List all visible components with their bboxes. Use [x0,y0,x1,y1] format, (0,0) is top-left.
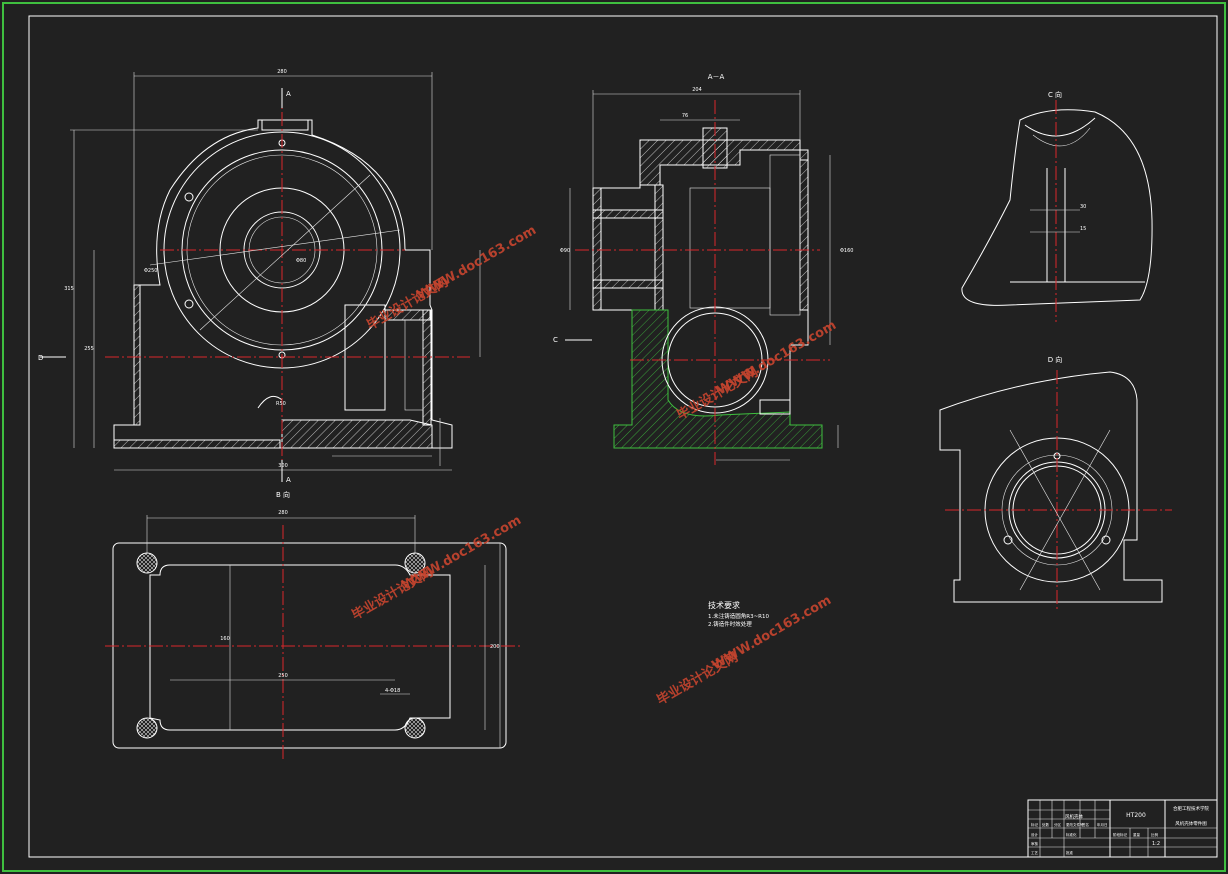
tb-label-process: 工艺 [1031,850,1039,855]
arrow-d-label: D [38,354,43,362]
plan-h2-dim: 200 [490,644,500,650]
tech-req-title: 技术要求 [708,600,740,610]
title-scale: 1:2 [1152,841,1160,847]
view-d [939,370,1172,610]
plan-width-dim: 280 [278,510,288,516]
tb-label-weight: 重量 [1133,832,1141,837]
title-material: HT200 [1126,812,1146,819]
watermark-url-1: WWW.doc163.com [415,223,540,304]
arrow-c-label: C [553,336,558,344]
tb-label-date: 年月日 [1097,822,1108,827]
watermark-url-2: WWW.doc163.com [715,318,840,399]
front-radius-dim: R50 [276,401,286,407]
section-view [565,90,839,465]
front-base-dim: 300 [278,463,288,469]
section-top-dim: 76 [682,113,688,119]
front-view [40,72,481,482]
tb-label-stage: 阶段标记 [1113,832,1128,837]
view-c-title: C 向 [1048,90,1062,99]
tb-label-approve: 批准 [1066,850,1074,855]
tb-label-scale: 比例 [1151,832,1159,837]
tb-label-sign: 签名 [1082,822,1089,827]
arrow-a-bottom-label: A [286,476,291,484]
section-title: A－A [708,73,725,81]
bore-dim: Φ80 [296,258,306,264]
title-school: 合肥工程技术学院 [1173,805,1209,812]
view-b [105,515,520,760]
inner-frame [28,15,1218,858]
tb-label-standard: 标准化 [1066,832,1077,837]
tb-label-mark: 标记 [1031,822,1039,827]
title-part-name: 风机壳体 [1065,813,1083,820]
tb-label-change: 更改文件号 [1066,822,1084,827]
tech-req-line1: 1.未注铸造圆角R3~R10 [708,612,769,620]
plan-hole-dim: 4-Φ18 [385,688,400,694]
section-rt-dim: Φ160 [840,248,853,254]
front-width-dim: 280 [277,69,287,75]
depth-c1-dim: 30 [1080,204,1086,210]
depth-c2-dim: 15 [1080,226,1086,232]
tb-label-design: 设计 [1031,832,1039,837]
title-drawing-name: 风机壳体零件图 [1175,820,1207,827]
tb-label-zone: 分区 [1054,822,1062,827]
section-h-dim: Φ90 [560,248,570,254]
front-height2-dim: 255 [84,346,94,352]
plan-h1-dim: 160 [220,636,230,642]
title-block [1027,799,1218,858]
front-height-dim: 315 [64,286,74,292]
tb-label-review: 审核 [1031,841,1039,846]
outer-dim: Φ250 [144,268,157,274]
view-c [961,100,1153,322]
arrow-a-top-label: A [286,90,291,98]
tech-req-line2: 2.铸造件时效处理 [708,620,752,628]
view-d-title: D 向 [1048,355,1063,364]
tb-label-count: 处数 [1042,822,1050,827]
section-width-dim: 204 [692,87,702,93]
view-b-title: B 向 [276,490,290,499]
plan-inner-dim: 250 [278,673,288,679]
